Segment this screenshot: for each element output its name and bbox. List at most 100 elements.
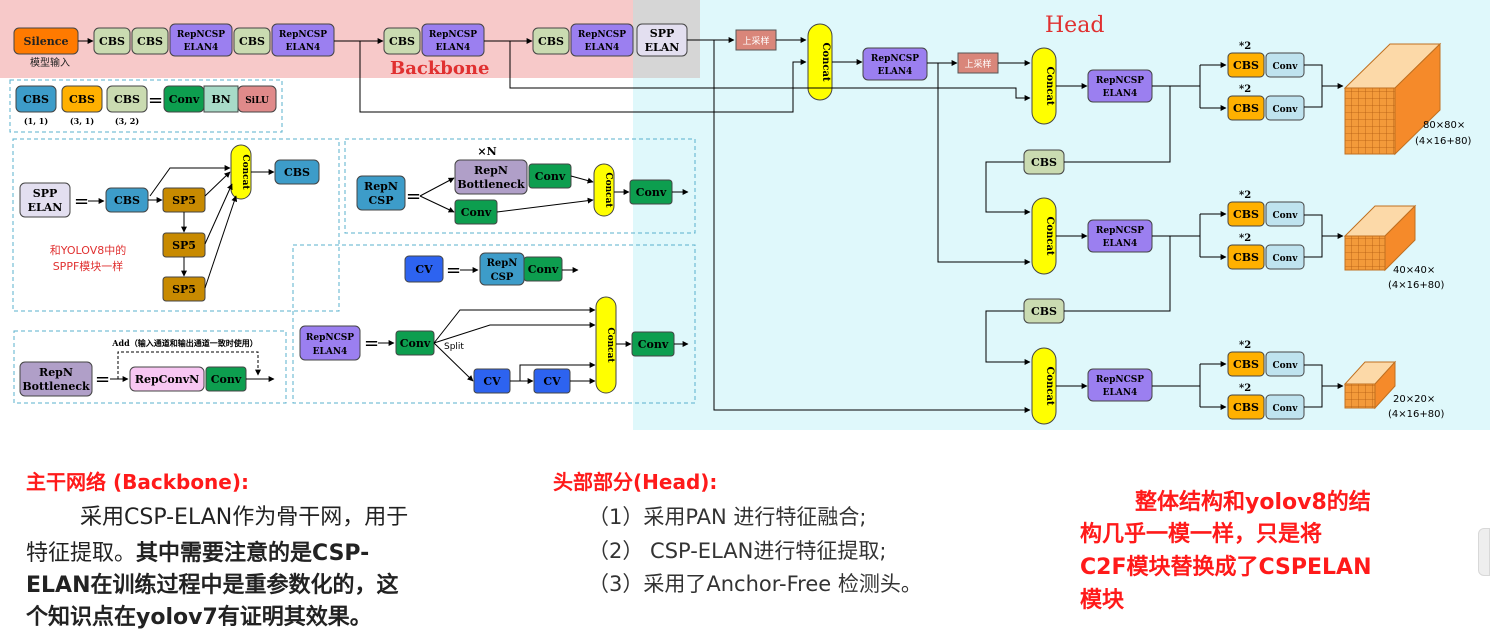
repncsp-n: ×N xyxy=(477,145,496,158)
summary-line-3: C2F模块替换成了CSPELAN xyxy=(1080,555,1372,580)
spp-cbs-out: CBS xyxy=(284,166,310,179)
head-cbs-4: CBS xyxy=(1233,358,1259,371)
elan4-conv-out: Conv xyxy=(638,338,669,351)
repncsp-elan4-detail: CV = RepN CSP Conv RepNCSP ELAN4 = Conv … xyxy=(292,244,696,404)
cbs-4: CBS xyxy=(389,35,415,48)
cbs-1: CBS xyxy=(99,35,125,48)
summary-line-1: 整体结构和yolov8的结 xyxy=(1135,490,1371,515)
cbs-5: CBS xyxy=(538,35,564,48)
head-repncsp-2-l1: RepNCSP xyxy=(1096,76,1144,86)
output-cube-80: 80×80× (4×16+80) xyxy=(1343,42,1471,156)
repncsp-concat: Concat xyxy=(603,172,613,208)
bottleneck-l1: RepN xyxy=(39,366,73,379)
bottleneck-eq: = xyxy=(95,369,110,390)
head-line-1: （1）采用PAN 进行特征融合; xyxy=(588,505,867,529)
head-line-3: （3）采用了Anchor-Free 检测头。 xyxy=(588,572,922,596)
head-repncsp-4-l2: ELAN4 xyxy=(1103,388,1138,398)
head-repncsp-1-l2: ELAN4 xyxy=(878,67,913,77)
head-title: 头部部分(Head): xyxy=(553,470,718,494)
concat-4: Concat xyxy=(1044,366,1055,405)
spp-note-1: 和YOLOV8中的 xyxy=(50,243,127,257)
repncsp-a-l2: CSP xyxy=(369,194,394,207)
concat-1: Concat xyxy=(820,42,831,81)
cbs-3: CBS xyxy=(239,35,265,48)
head-cbs-box-5 xyxy=(1227,394,1265,420)
repncsp-b-l1: RepN xyxy=(474,164,508,177)
head-cbs-box-1 xyxy=(1227,95,1265,121)
out-40-l1: 40×40× xyxy=(1393,265,1435,276)
input-caption: 模型输入 xyxy=(30,56,70,69)
out-80-l2: (4×16+80) xyxy=(1415,136,1471,147)
cv-repn-l1: RepN xyxy=(487,258,518,269)
repncsp-1-l2: ELAN4 xyxy=(184,43,219,53)
legend-cbs-2: CBS xyxy=(69,93,95,106)
head-cbs-1: CBS xyxy=(1233,102,1259,115)
output-cube-40: 40×40× (4×16+80) xyxy=(1343,204,1444,291)
split-label: Split xyxy=(444,342,464,352)
legend-k3: (3, 2) xyxy=(115,116,139,126)
head-cbs-down-2: CBS xyxy=(1031,305,1057,318)
head-mult-1: *2 xyxy=(1239,84,1251,95)
backbone-line-2: 特征提取。其中需要注意的是CSP- xyxy=(26,535,369,567)
head-cbs-box-3 xyxy=(1227,244,1265,270)
elan4-l1: RepNCSP xyxy=(306,333,354,343)
out-20-l1: 20×20× xyxy=(1393,394,1435,405)
backbone-line-2a: 特征提取。 xyxy=(26,541,137,566)
elan4-concat: Concat xyxy=(605,327,615,363)
sp5-1: SP5 xyxy=(172,194,196,207)
backbone-label: Backbone xyxy=(390,58,489,79)
spp-cbs: CBS xyxy=(114,194,140,207)
repncsp-b-l2: Bottleneck xyxy=(457,178,525,191)
sp5-3: SP5 xyxy=(172,283,196,296)
repncsp-eq: = xyxy=(406,186,421,207)
spp-elan-l1: SPP xyxy=(650,27,675,40)
head-line-2: （2） CSP-ELAN进行特征提取; xyxy=(588,539,887,563)
repncsp-a-l1: RepN xyxy=(364,180,398,193)
output-cube-20: 20×20× (4×16+80) xyxy=(1343,360,1444,420)
repncsp-2-l2: ELAN4 xyxy=(286,43,321,53)
repncsp-1-l1: RepNCSP xyxy=(177,30,225,40)
elan4-eq: = xyxy=(364,333,379,354)
spp-detail-l2: ELAN xyxy=(28,201,63,214)
concat-3: Concat xyxy=(1044,216,1055,255)
legend-k2: (3, 1) xyxy=(70,116,94,126)
upsample-2: 上采样 xyxy=(964,58,991,70)
repncsp-2-l1: RepNCSP xyxy=(279,30,327,40)
side-scroll-tab[interactable] xyxy=(1478,528,1490,576)
repn-bottleneck-detail: Add（输入通道和输出通道一致时使用） RepN Bottleneck = Re… xyxy=(13,330,287,404)
legend-cbs-1: CBS xyxy=(23,93,49,106)
head-conv-2: Conv xyxy=(1273,211,1299,221)
head-cbs-box-4 xyxy=(1227,351,1265,377)
elan4-conv: Conv xyxy=(400,337,431,350)
cv-def: CV xyxy=(415,263,433,276)
spp-detail-l1: SPP xyxy=(33,187,58,200)
head-conv-5: Conv xyxy=(1273,404,1299,414)
repncsp-conv-2: Conv xyxy=(461,206,492,219)
legend-conv: Conv xyxy=(169,93,200,106)
cv-conv: Conv xyxy=(528,263,559,276)
repncsp-conv-out: Conv xyxy=(636,186,667,199)
spp-note-2: SPPF模块一样 xyxy=(53,259,124,273)
head-conv-0: Conv xyxy=(1273,62,1299,72)
backbone-line-2b: 其中需要注意的是CSP- xyxy=(136,541,370,566)
silence-input: Silence xyxy=(24,35,69,48)
upsample-1: 上采样 xyxy=(742,35,769,47)
backbone-chain: Silence 模型输入 CBS CBS RepNCSP ELAN4 CBS R… xyxy=(13,23,735,69)
legend-bn: BN xyxy=(211,93,230,106)
backbone-title: 主干网络 (Backbone): xyxy=(26,470,249,494)
head-cbs-box-0 xyxy=(1227,52,1265,78)
head-mult-5: *2 xyxy=(1239,383,1251,394)
head-repncsp-4-l1: RepNCSP xyxy=(1096,375,1144,385)
legend-silu: SiLU xyxy=(245,96,269,106)
backbone-line-4: 个知识点在yolov7有证明其效果。 xyxy=(26,605,372,630)
repncsp-detail: RepN CSP = ×N RepN Bottleneck Conv Conv … xyxy=(344,138,696,234)
concat-2: Concat xyxy=(1044,66,1055,105)
head-conv-box-2 xyxy=(1265,201,1305,227)
repncsp-3-l1: RepNCSP xyxy=(429,30,477,40)
bottleneck-add-note: Add（输入通道和输出通道一致时使用） xyxy=(111,338,257,348)
head-cbs-3: CBS xyxy=(1233,251,1259,264)
summary-line-2: 构几乎一模一样，只是将 xyxy=(1080,522,1323,547)
head-repncsp-3-l1: RepNCSP xyxy=(1096,226,1144,236)
head-cbs-0: CBS xyxy=(1233,59,1259,72)
head-mult-3: *2 xyxy=(1239,233,1251,244)
